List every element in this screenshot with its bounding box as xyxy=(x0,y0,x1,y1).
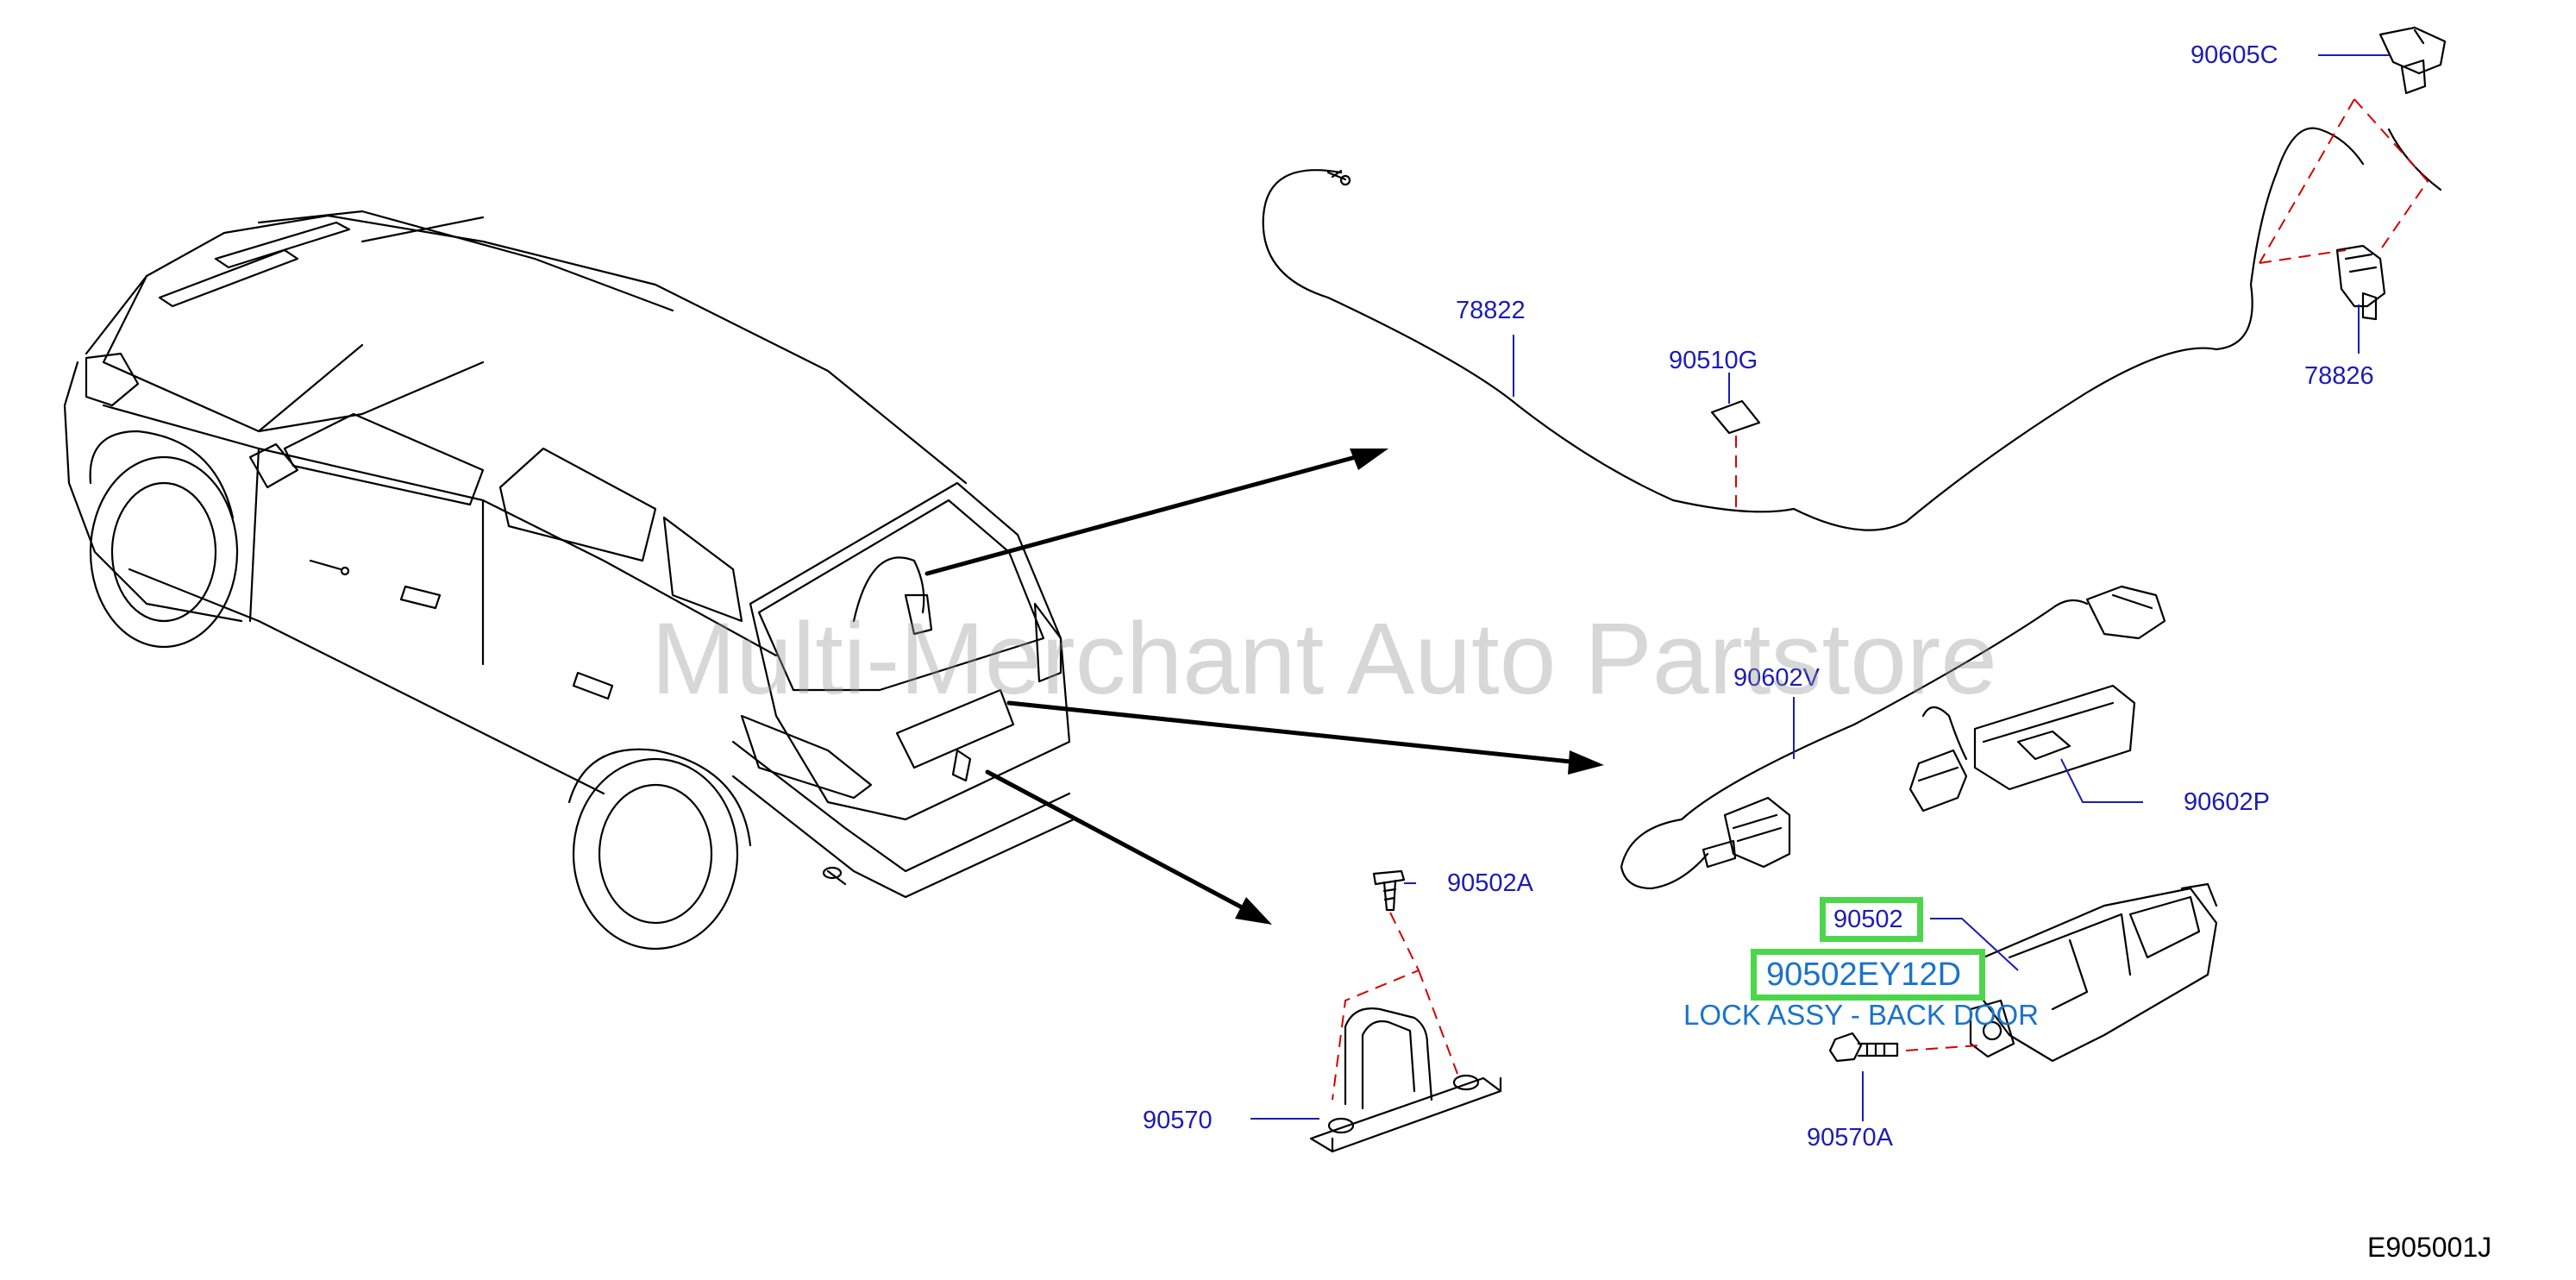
part-label-78822[interactable]: 78822 xyxy=(1456,297,1526,324)
leader-lines xyxy=(1250,54,2389,1121)
part-label-90605c[interactable]: 90605C xyxy=(2191,41,2278,69)
lock-assembly-90502 xyxy=(1969,882,2218,1063)
harness-78822 xyxy=(1262,26,2447,531)
part-label-90502[interactable]: 90502 xyxy=(1833,906,1903,933)
watermark: Multi-Merchant Auto Partstore xyxy=(651,602,1997,716)
highlight-box-90502 xyxy=(1820,897,1923,942)
part-label-90570[interactable]: 90570 xyxy=(1143,1107,1213,1134)
camera-90602p xyxy=(1908,684,2136,813)
highlighted-part-number[interactable]: 90502EY12D xyxy=(1766,957,1962,993)
pointer-arrows xyxy=(924,450,1589,917)
vehicle-illustration xyxy=(63,210,1075,951)
diagram-code: E905001J xyxy=(2367,1232,2492,1263)
part-label-90602p[interactable]: 90602P xyxy=(2184,788,2270,816)
screw-90502a xyxy=(1372,869,1406,912)
highlight-box-part-number xyxy=(1751,949,1985,1001)
reference-lines xyxy=(1332,98,2429,1101)
part-label-78826[interactable]: 78826 xyxy=(2304,362,2374,390)
part-label-90510g[interactable]: 90510G xyxy=(1669,347,1758,374)
part-label-90502a[interactable]: 90502A xyxy=(1447,869,1533,897)
part-label-90570a[interactable]: 90570A xyxy=(1807,1124,1893,1151)
part-label-90602v[interactable]: 90602V xyxy=(1733,664,1820,692)
striker-90570 xyxy=(1309,1007,1502,1153)
part-description: LOCK ASSY - BACK DOOR xyxy=(1683,999,2040,1031)
bolt-90570a xyxy=(1828,1032,1899,1063)
harness-90602v xyxy=(1620,585,2166,890)
